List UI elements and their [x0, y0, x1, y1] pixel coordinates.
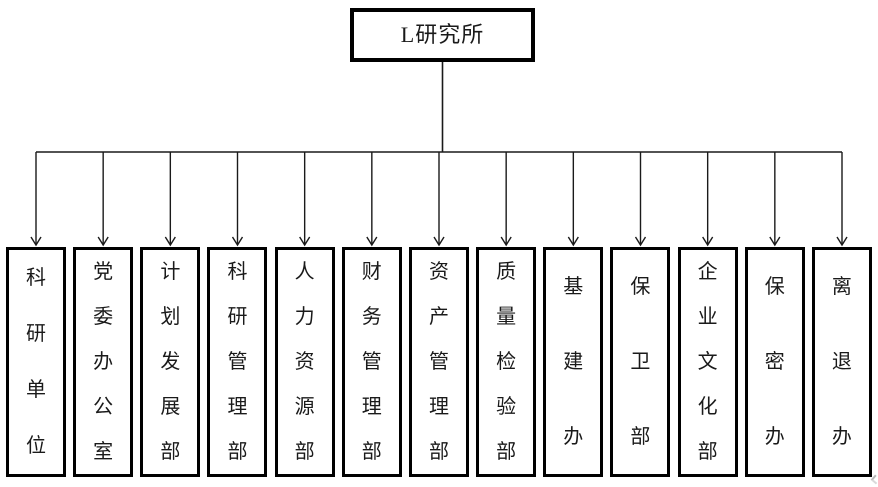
department-box-10: 保卫部 [610, 247, 671, 477]
department-label-char: 管 [227, 350, 248, 373]
department-label-char: 量 [496, 306, 517, 329]
department-label-char: 卫 [630, 350, 651, 373]
department-box-7: 资产管理部 [408, 247, 469, 477]
department-label-char: 业 [697, 306, 718, 329]
department-label-char: 公 [93, 395, 114, 418]
department-label-char: 质 [496, 261, 517, 284]
department-label-char: 保 [764, 276, 785, 299]
department-box-2: 党委办公室 [73, 247, 134, 477]
department-label-char: 部 [428, 440, 449, 463]
root-box: L研究所 [350, 8, 535, 62]
department-box-12: 保密办 [744, 247, 805, 477]
department-label-char: 管 [428, 350, 449, 373]
department-label-char: 理 [227, 395, 248, 418]
department-label-char: 研 [227, 306, 248, 329]
department-label-char: 检 [496, 350, 517, 373]
department-box-5: 人力资源部 [274, 247, 335, 477]
department-label-char: 部 [227, 440, 248, 463]
department-box-4: 科研管理部 [207, 247, 268, 477]
department-label-char: 研 [26, 323, 46, 345]
department-label-char: 理 [428, 395, 449, 418]
department-box-9: 基建办 [543, 247, 604, 477]
department-label-char: 基 [563, 276, 584, 299]
department-label-char: 计 [160, 261, 181, 284]
department-label-char: 退 [831, 350, 852, 373]
department-label-char: 理 [361, 395, 382, 418]
department-label-char: 办 [563, 425, 584, 448]
department-label-char: 发 [160, 350, 181, 373]
department-label-char: 务 [361, 306, 382, 329]
department-label-char: 办 [764, 425, 785, 448]
department-box-1: 科研单位 [6, 247, 66, 477]
department-label-char: 力 [294, 306, 315, 329]
root-label: L研究所 [400, 22, 485, 47]
department-label-char: 财 [361, 261, 382, 284]
department-box-3: 计划发展部 [140, 247, 201, 477]
department-label-char: 办 [831, 425, 852, 448]
department-label-char: 产 [428, 306, 449, 329]
department-label-char: 资 [428, 261, 449, 284]
department-label-char: 建 [563, 350, 584, 373]
department-label-char: 密 [764, 350, 785, 373]
department-label-char: 划 [160, 306, 181, 329]
department-label-char: 离 [831, 276, 852, 299]
department-box-6: 财务管理部 [341, 247, 402, 477]
department-label-char: 化 [697, 395, 718, 418]
department-label-char: 展 [160, 395, 181, 418]
department-label-char: 部 [361, 440, 382, 463]
department-label-char: 验 [496, 395, 517, 418]
department-label-char: 源 [294, 395, 315, 418]
department-label-char: 办 [93, 350, 114, 373]
department-label-char: 委 [93, 306, 114, 329]
department-box-8: 质量检验部 [476, 247, 537, 477]
department-label-char: 部 [160, 440, 181, 463]
department-label-char: 资 [294, 350, 315, 373]
department-row: 科研单位党委办公室计划发展部科研管理部人力资源部财务管理部资产管理部质量检验部基… [0, 247, 878, 477]
department-label-char: 单 [26, 379, 46, 401]
department-label-char: 部 [697, 440, 718, 463]
department-label-char: 部 [294, 440, 315, 463]
department-label-char: 科 [227, 261, 248, 284]
department-label-char: 企 [697, 261, 718, 284]
department-label-char: 管 [361, 350, 382, 373]
department-label-char: 文 [697, 350, 718, 373]
department-label-char: 人 [294, 261, 315, 284]
department-label-char: 部 [630, 425, 651, 448]
department-label-char: 党 [93, 261, 114, 284]
department-label-char: 科 [26, 267, 46, 289]
department-label-char: 室 [93, 440, 114, 463]
department-label-char: 位 [26, 435, 46, 457]
department-label-char: 部 [496, 440, 517, 463]
department-box-11: 企业文化部 [677, 247, 738, 477]
department-label-char: 保 [630, 276, 651, 299]
department-box-13: 离退办 [811, 247, 872, 477]
